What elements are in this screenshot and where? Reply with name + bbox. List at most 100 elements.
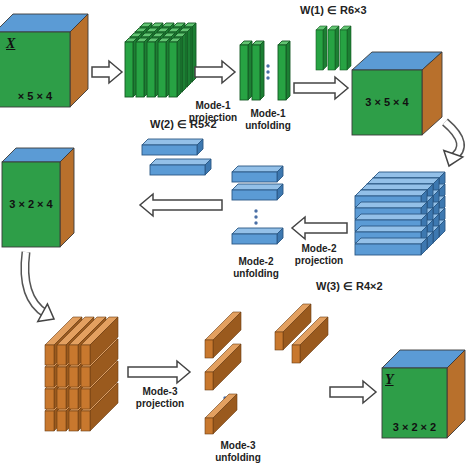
block-front [147, 42, 155, 97]
block-front [232, 234, 277, 244]
block-front [316, 30, 323, 70]
mode1-fiber [252, 41, 264, 100]
dimension-label: 3 × 2 × 4 [9, 198, 52, 211]
step-label: Mode-1 unfolding [236, 108, 300, 132]
ellipsis-dot [266, 64, 269, 67]
block-side [90, 317, 118, 365]
block-top [373, 172, 445, 178]
block-side [422, 52, 442, 135]
block-front [169, 42, 177, 97]
block-front [45, 411, 54, 431]
block-front [69, 367, 78, 387]
mode2-slice [355, 226, 427, 243]
block-front [205, 418, 213, 434]
flow-arrow [195, 61, 235, 83]
block-front [142, 145, 197, 155]
block-side [347, 26, 351, 70]
ellipsis-dot [266, 76, 269, 79]
tensor-symbol: X [6, 36, 15, 52]
mode1-fiber [240, 41, 252, 100]
block-front [69, 345, 78, 365]
block-front [278, 45, 286, 100]
w1-column [340, 26, 351, 70]
mode3-slice [45, 361, 82, 409]
mode3-slice [57, 361, 94, 409]
output-tensor [382, 350, 465, 438]
block-side [286, 41, 290, 100]
block-front [232, 172, 277, 182]
block-side [177, 38, 181, 97]
weight-label: W(1) ∈ R6×3 [300, 4, 367, 17]
block-front [57, 345, 66, 365]
block-front [232, 190, 277, 200]
tensor-node: 3 × 2 × 4 [2, 162, 60, 247]
input-tensor [0, 14, 88, 107]
block-side [70, 14, 88, 107]
block-front [340, 30, 347, 70]
block-top [355, 190, 427, 196]
block-top [361, 184, 433, 190]
block-top [367, 178, 439, 184]
block-side [260, 41, 264, 100]
block-top [355, 238, 427, 244]
tensor-symbol: Y [385, 372, 394, 388]
dimension-label: 3 × 2 × 2 [393, 421, 436, 434]
block-top [355, 226, 427, 232]
block-front [158, 42, 166, 97]
curved-arrow-core [25, 252, 46, 314]
curved-arrow-head [38, 304, 54, 322]
block-front [382, 368, 447, 438]
mode2-fiber [232, 228, 283, 244]
block-side [197, 139, 203, 155]
ellipsis-dot [254, 209, 257, 212]
block-front [57, 367, 66, 387]
mode1-slice [169, 38, 181, 97]
block-front [45, 367, 54, 387]
w3-row [292, 317, 328, 363]
block-side [439, 220, 445, 237]
mode3-slice [57, 339, 94, 387]
block-front [81, 345, 90, 365]
block-front [57, 411, 66, 431]
mode1-slice [125, 38, 137, 97]
block-top [355, 202, 427, 208]
block-side [205, 159, 211, 175]
block-front [328, 30, 335, 70]
block-front [240, 45, 248, 100]
ellipsis-dot [254, 221, 257, 224]
step-label: Mode-3 projection [130, 386, 190, 410]
block-side [277, 184, 283, 200]
block-front [57, 389, 66, 409]
flow-arrow [140, 194, 222, 216]
mode1-slice [147, 38, 159, 97]
weight-label: W(3) ∈ R4×2 [316, 280, 383, 293]
mode3-fiber [205, 344, 241, 390]
ellipsis-dot [254, 215, 257, 218]
flow-arrow [294, 77, 348, 99]
step-label: Mode-2 unfolding [225, 256, 287, 280]
mode2-slice [355, 202, 427, 219]
block-side [182, 33, 186, 92]
block-side [213, 394, 237, 434]
block-front [355, 244, 421, 255]
block-side [248, 41, 252, 100]
block-top [232, 166, 283, 172]
flow-arrow [330, 381, 376, 403]
mode2-slice [355, 214, 427, 231]
block-side [277, 166, 283, 182]
mode1-slice [136, 38, 148, 97]
tensor-node: Y 3 × 2 × 2 [382, 368, 447, 438]
block-front [81, 367, 90, 387]
weight-label: W(2) ∈ R5×2 [150, 118, 217, 131]
block-front [45, 345, 54, 365]
block-side [277, 228, 283, 244]
block-front [125, 42, 133, 97]
dimension-label: 3 × 5 × 4 [365, 96, 408, 109]
block-side [447, 350, 465, 438]
flow-arrow [128, 361, 190, 383]
mode2-fiber [232, 184, 283, 200]
mode1-tensor [352, 52, 442, 135]
tensor-node: 3 × 5 × 4 [352, 70, 422, 135]
